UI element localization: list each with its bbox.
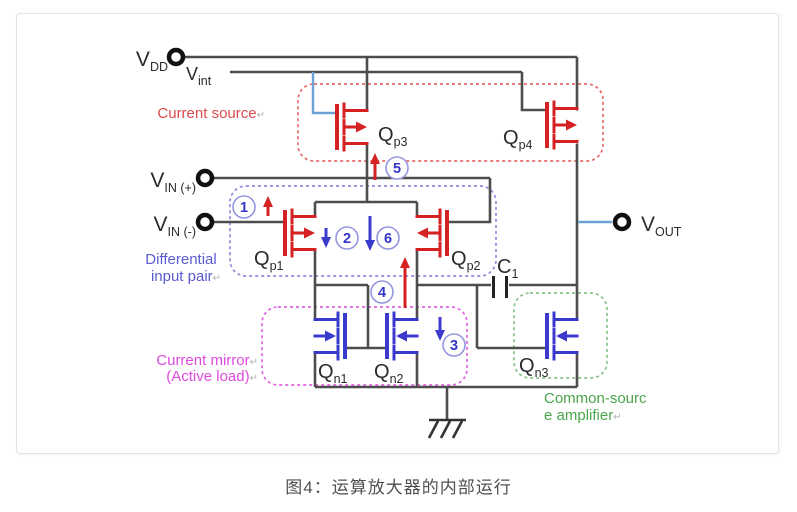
qn1-label: Qn1 — [318, 361, 348, 386]
svg-text:3: 3 — [450, 338, 458, 354]
svg-text:2: 2 — [343, 231, 351, 247]
current-arrow-up-4 — [400, 257, 410, 308]
vdd-label: VDD — [136, 48, 168, 74]
qp4-label: Qp4 — [503, 127, 533, 152]
common-source-amplifier-box — [513, 292, 608, 379]
transistor-qn3 — [545, 311, 579, 361]
current-arrow-down-6 — [365, 216, 375, 251]
figure-caption: 图4：运算放大器的内部运行 — [285, 478, 512, 497]
current-arrow-down-3 — [435, 317, 445, 341]
diff-pair-label-line2: input pair↵ — [151, 268, 221, 285]
circuit-wires — [184, 55, 579, 420]
flow-marker-6: 6 — [376, 226, 400, 250]
diff-pair-label-line1: Differential — [145, 251, 216, 268]
capacitor-c1 — [492, 276, 508, 298]
flow-marker-2: 2 — [335, 226, 359, 250]
terminal-vout — [612, 212, 632, 232]
transistor-qn1 — [313, 311, 347, 361]
vout-label: VOUT — [641, 213, 682, 239]
vin-plus-label: VIN (+) — [150, 169, 196, 195]
svg-text:1: 1 — [240, 200, 248, 216]
common-source-label-line1: Common-sourc — [544, 390, 647, 407]
flow-marker-1: 1 — [232, 195, 256, 219]
qp3-label: Qp3 — [378, 124, 408, 149]
common-source-label-line2: e amplifier↵ — [544, 407, 622, 424]
terminal-vdd — [166, 47, 186, 67]
ground-icon — [427, 418, 466, 439]
qp1-label: Qp1 — [254, 248, 284, 273]
current-arrow-down-2 — [321, 228, 331, 248]
flow-marker-3: 3 — [442, 333, 466, 357]
differential-input-pair-box — [229, 185, 497, 277]
flow-marker-5: 5 — [385, 156, 409, 180]
vin-minus-label: VIN (-) — [154, 213, 196, 239]
current-arrow-up-5 — [370, 153, 380, 180]
terminal-vin-minus — [195, 212, 215, 232]
vint-label: Vint — [186, 64, 212, 88]
current-source-box — [297, 83, 604, 162]
current-arrow-up-1 — [263, 196, 273, 216]
terminal-vin-plus — [195, 168, 215, 188]
transistor-qp3 — [335, 102, 369, 152]
transistor-qn2 — [385, 311, 419, 361]
qp2-label: Qp2 — [451, 248, 481, 273]
opamp-circuit-diagram: 1 2 3 4 5 6 VDD Vint VIN (+) VIN (-) VOU… — [136, 47, 682, 439]
current-mirror-label-line2: (Active load)↵ — [166, 368, 258, 385]
transistor-qp2 — [415, 208, 449, 258]
transistor-qp1 — [283, 208, 317, 258]
vint-bias-wire — [311, 72, 335, 115]
transistor-qp4 — [545, 100, 579, 150]
c1-label: C1 — [497, 256, 518, 281]
current-source-label: Current source↵ — [157, 105, 265, 122]
qn2-label: Qn2 — [374, 361, 404, 386]
svg-text:5: 5 — [393, 161, 401, 177]
svg-text:4: 4 — [378, 285, 386, 301]
current-mirror-label-line1: Current mirror↵ — [156, 352, 258, 369]
svg-text:6: 6 — [384, 231, 392, 247]
flow-marker-4: 4 — [370, 280, 394, 304]
current-mirror-box — [261, 306, 468, 386]
qn3-label: Qn3 — [519, 355, 549, 380]
